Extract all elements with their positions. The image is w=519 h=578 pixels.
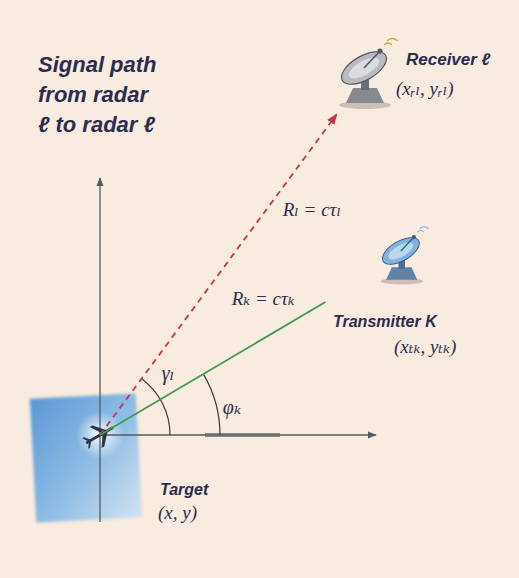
- axis-segment: [205, 433, 280, 437]
- signal-path-arrow: [100, 114, 337, 435]
- target-region: [30, 393, 142, 522]
- angle-label: γₗ: [162, 361, 175, 385]
- edge-label: Rₗ = cτₗ: [280, 199, 344, 222]
- receiver-node: Receiver ℓ (xᵣₗ, yᵣₗ): [328, 40, 495, 112]
- node-name: Target: [160, 480, 208, 499]
- angle-arc: [203, 374, 220, 435]
- coordinates: (x, y): [158, 502, 197, 525]
- transmit-path-line: [100, 302, 325, 435]
- target-node: Target (x, y): [33, 395, 213, 529]
- aircraft-symbol: [79, 417, 119, 454]
- receiver-dish-icon: [336, 39, 398, 110]
- coordinates: (xₜₖ, yₜₖ): [394, 336, 456, 359]
- x-axis: [100, 434, 376, 435]
- transmitter-node: Transmitter K (xₜₖ, yₜₖ): [328, 228, 461, 363]
- transmitter-dish-icon: [378, 227, 429, 285]
- angle-arc: [141, 379, 170, 436]
- y-axis: [99, 178, 100, 522]
- diagram-title: Signal path from radar ℓ to radar ℓ: [38, 50, 164, 140]
- edge-label: Rₖ = cτₖ: [229, 288, 298, 311]
- node-name: Receiver ℓ: [406, 50, 490, 70]
- coordinates: (xᵣₗ, yᵣₗ): [396, 78, 454, 101]
- angle-label: φₖ: [223, 395, 241, 419]
- node-name: Transmitter K: [333, 312, 437, 331]
